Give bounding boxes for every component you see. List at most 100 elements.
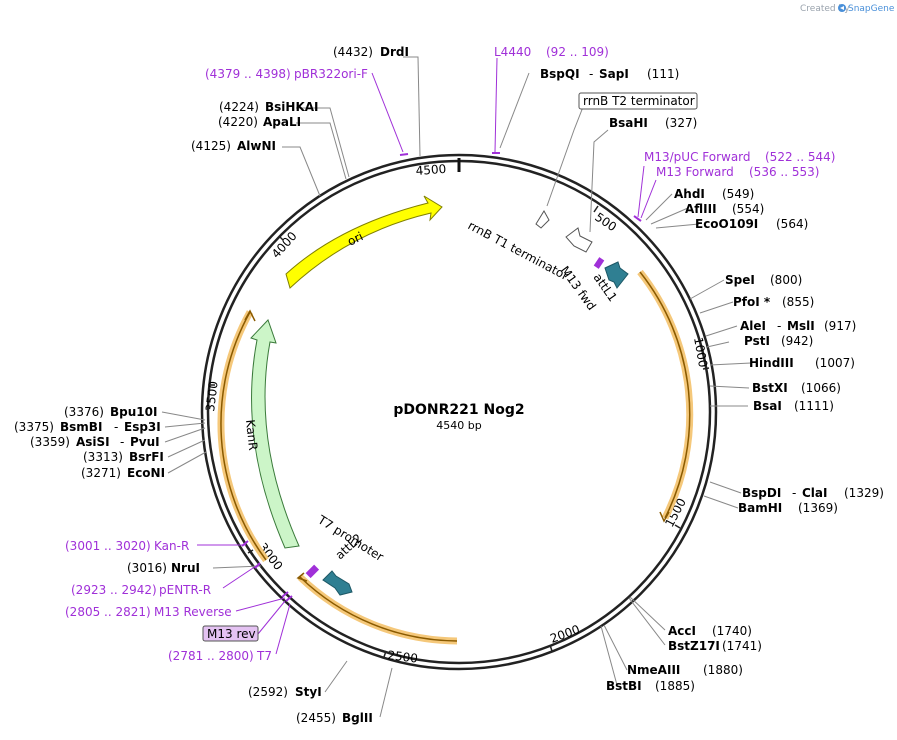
site-position: (3359) bbox=[30, 435, 70, 449]
primer-kan-r[interactable]: (3001 .. 3020) Kan-R bbox=[65, 539, 189, 553]
site-bsrfi[interactable]: (3313) BsrFI bbox=[83, 450, 164, 464]
primer-pbr322ori-f[interactable]: (4379 .. 4398) pBR322ori-F bbox=[205, 67, 368, 81]
site-position: (917) bbox=[824, 319, 856, 333]
plasmid-name: pDONR221 Nog2 bbox=[393, 402, 524, 418]
primers: (4379 .. 4398) pBR322ori-F L4440 (92 .. … bbox=[65, 45, 835, 663]
brand-created-by: Created by bbox=[800, 4, 850, 14]
primer-box bbox=[202, 625, 259, 642]
insert-arc-bottom[interactable] bbox=[299, 576, 458, 642]
insert-arc-left[interactable] bbox=[220, 311, 267, 561]
tick-label: 2000 bbox=[548, 622, 581, 646]
rrnb-t2-feature[interactable] bbox=[535, 210, 550, 229]
site-name: ApaLI bbox=[263, 115, 301, 129]
site-acci[interactable]: AccI (1740) bbox=[668, 624, 752, 638]
attl2-feature[interactable] bbox=[322, 570, 353, 596]
site-nmeaiii[interactable]: NmeAIII (1880) bbox=[627, 663, 743, 677]
m13-fwd-feature[interactable] bbox=[593, 257, 605, 269]
site-alwni[interactable]: (4125) AlwNI bbox=[191, 139, 276, 153]
site-alei[interactable]: AleI - MslI (917) bbox=[740, 319, 856, 333]
site-ahdi[interactable]: AhdI (549) bbox=[674, 187, 754, 201]
site-position: (4125) bbox=[191, 139, 231, 153]
site-econi[interactable]: (3271) EcoNI bbox=[81, 466, 165, 480]
site-drdi[interactable]: (4432) DrdI bbox=[333, 45, 409, 59]
site-position: (1111) bbox=[794, 399, 834, 413]
site-position: (327) bbox=[665, 116, 697, 130]
site-position: (1885) bbox=[655, 679, 695, 693]
primer-name: T7 bbox=[256, 649, 272, 663]
primer-m13-forward[interactable]: M13 Forward (536 .. 553) bbox=[656, 165, 819, 179]
tick-mark bbox=[674, 524, 681, 529]
site-position: (3271) bbox=[81, 466, 121, 480]
site-bamhi[interactable]: BamHI (1369) bbox=[738, 501, 838, 515]
site-apali[interactable]: (4220) ApaLI bbox=[218, 115, 301, 129]
site-name-alt: Esp3I bbox=[124, 420, 161, 434]
site-bspqi[interactable]: BspQI - SapI (111) bbox=[540, 67, 679, 81]
attl1-feature[interactable] bbox=[604, 261, 629, 289]
backbone-outer-strand bbox=[200, 153, 718, 671]
rrnb-t2-label-box[interactable]: rrnB T2 terminator bbox=[578, 92, 698, 110]
site-bsihkai[interactable]: (4224) BsiHKAI bbox=[219, 100, 319, 114]
site-bstbi[interactable]: BstBI (1885) bbox=[606, 679, 695, 693]
site-position: (4220) bbox=[218, 115, 258, 129]
primer-range: (522 .. 544) bbox=[765, 150, 835, 164]
tick-label: 1000 bbox=[691, 336, 710, 369]
rrnb-t1-feature[interactable] bbox=[565, 227, 593, 253]
primer-m13-puc-forward[interactable]: M13/pUC Forward (522 .. 544) bbox=[644, 150, 835, 164]
site-position: (111) bbox=[647, 67, 679, 81]
site-name: BstXI bbox=[752, 381, 788, 395]
site-name-alt: MslI bbox=[787, 319, 815, 333]
site-styi[interactable]: (2592) StyI bbox=[248, 685, 322, 699]
site-separator: - bbox=[792, 486, 796, 500]
site-position: (554) bbox=[732, 202, 764, 216]
site-eco0109i[interactable]: EcoO109I (564) bbox=[695, 217, 808, 231]
primer-m13-reverse[interactable]: (2805 .. 2821) M13 Reverse bbox=[65, 605, 232, 619]
primer-l4440[interactable]: L4440 (92 .. 109) bbox=[494, 45, 609, 59]
site-bglii[interactable]: (2455) BglII bbox=[296, 711, 373, 725]
site-bspdi[interactable]: BspDI - ClaI (1329) bbox=[742, 486, 884, 500]
snapgene-logo-icon bbox=[838, 4, 846, 12]
site-psti[interactable]: PstI (942) bbox=[744, 334, 813, 348]
site-bsai[interactable]: BsaI (1111) bbox=[753, 399, 834, 413]
site-name: EcoO109I bbox=[695, 217, 758, 231]
site-bsmbi[interactable]: (3375) BsmBI - Esp3I bbox=[14, 420, 161, 434]
primer-pentr-r[interactable]: (2923 .. 2942) pENTR-R bbox=[71, 583, 211, 597]
site-name: BamHI bbox=[738, 501, 782, 515]
plasmid-center-label: pDONR221 Nog2 4540 bp bbox=[393, 402, 524, 432]
site-name: DrdI bbox=[380, 45, 409, 59]
site-nrui[interactable]: (3016) NruI bbox=[127, 561, 200, 575]
site-name: PstI bbox=[744, 334, 770, 348]
site-hindiii[interactable]: HindIII (1007) bbox=[749, 356, 855, 370]
site-spei[interactable]: SpeI (800) bbox=[725, 273, 802, 287]
site-position: (2592) bbox=[248, 685, 288, 699]
primer-range: (3001 .. 3020) bbox=[65, 539, 151, 553]
site-bstxi[interactable]: BstXI (1066) bbox=[752, 381, 841, 395]
site-name: BstZ17I bbox=[668, 639, 720, 653]
site-aflIII[interactable]: AflIII (554) bbox=[685, 202, 764, 216]
tick-mark bbox=[278, 235, 284, 241]
rrnb-t1-label: rrnB T1 terminator bbox=[466, 218, 571, 283]
site-bstz17i[interactable]: BstZ17I (1741) bbox=[668, 639, 762, 653]
kanr-feature[interactable] bbox=[250, 319, 300, 549]
brand-app-name: SnapGene bbox=[848, 4, 895, 14]
site-name: NmeAIII bbox=[627, 663, 680, 677]
tick-label: 3500 bbox=[203, 380, 221, 412]
site-name: HindIII bbox=[749, 356, 794, 370]
site-name: SpeI bbox=[725, 273, 755, 287]
site-name: NruI bbox=[171, 561, 200, 575]
site-position: (1369) bbox=[798, 501, 838, 515]
site-asisi[interactable]: (3359) AsiSI - PvuI bbox=[30, 435, 160, 449]
t7-promoter-feature[interactable] bbox=[305, 564, 320, 579]
site-pfoi[interactable]: PfoI * (855) bbox=[733, 295, 814, 309]
site-position: (1066) bbox=[801, 381, 841, 395]
site-bsahi[interactable]: BsaHI (327) bbox=[609, 116, 697, 130]
insert-arc-right[interactable] bbox=[639, 271, 691, 519]
primer-m13-rev-box[interactable]: M13 rev bbox=[202, 625, 259, 642]
site-bpu10i[interactable]: (3376) Bpu10I bbox=[64, 405, 157, 419]
backbone bbox=[200, 153, 718, 671]
site-position: (4432) bbox=[333, 45, 373, 59]
primer-t7[interactable]: (2781 .. 2800) T7 bbox=[168, 649, 272, 663]
ori-feature[interactable] bbox=[285, 195, 443, 289]
site-name: StyI bbox=[295, 685, 322, 699]
